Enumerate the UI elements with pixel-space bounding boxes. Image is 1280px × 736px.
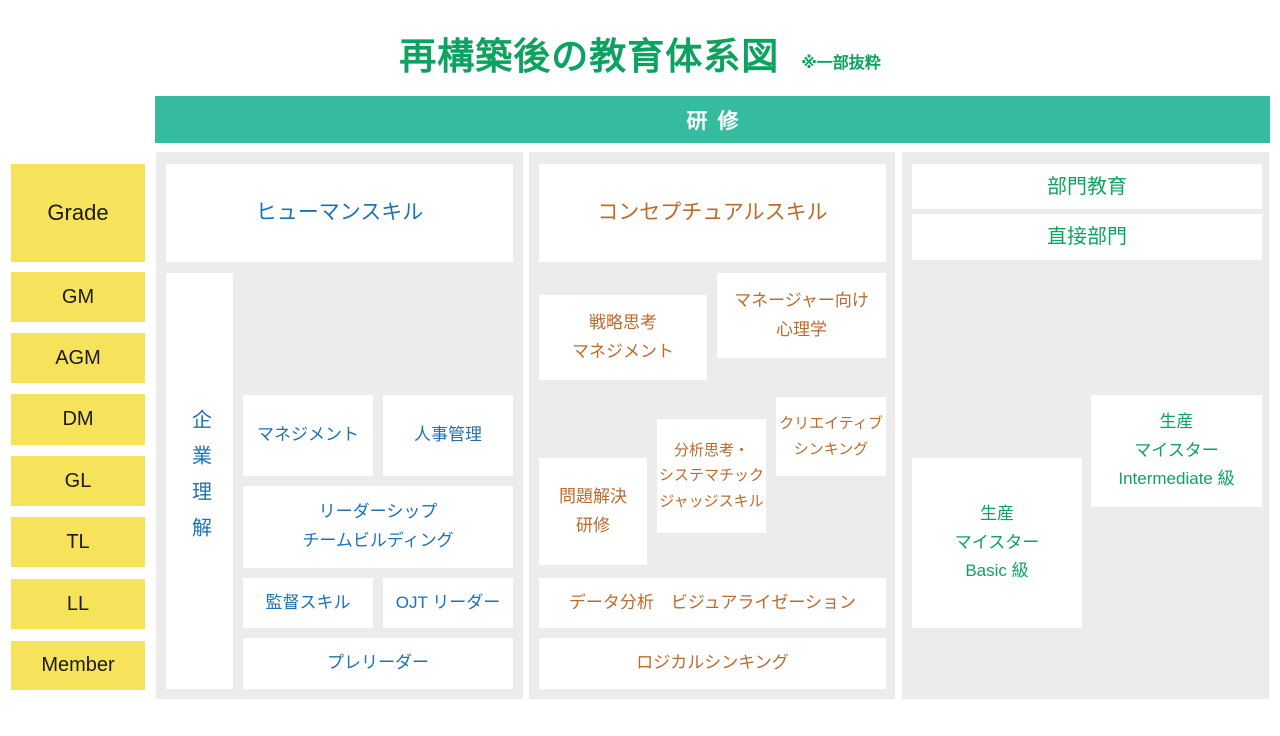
box-department-education: 部門教育 — [912, 164, 1262, 209]
box-supervision-skill: 監督スキル — [243, 578, 373, 628]
box-creative-thinking: クリエイティブ シンキング — [776, 397, 886, 476]
box-logical-thinking: ロジカルシンキング — [539, 638, 886, 689]
box-management: マネジメント — [243, 395, 373, 476]
box-strategic-thinking: 戦略思考 マネジメント — [539, 295, 707, 380]
title-row: 再構築後の教育体系図 ※一部抜粋 — [0, 26, 1280, 80]
box-hr-management: 人事管理 — [383, 395, 513, 476]
box-direct-department: 直接部門 — [912, 214, 1262, 260]
box-meister-basic: 生産 マイスター Basic 級 — [912, 458, 1082, 628]
box-problem-solving: 問題解決 研修 — [539, 458, 647, 565]
box-data-analysis: データ分析 ビジュアライゼーション — [539, 578, 886, 628]
grade-rail-item-tl: TL — [11, 517, 145, 567]
training-header-label: 研修 — [686, 109, 749, 133]
box-conceptual-skill-header: コンセプチュアルスキル — [539, 164, 886, 262]
grade-rail-item-grade: Grade — [11, 164, 145, 262]
box-analytical-thinking: 分析思考・ システマチック ジャッジスキル — [657, 419, 766, 533]
title-note: ※一部抜粋 — [801, 55, 881, 72]
box-meister-intermediate: 生産 マイスター Intermediate 級 — [1091, 395, 1262, 507]
corporate-understanding-label: 企業理解 — [188, 409, 211, 553]
grade-rail-item-dm: DM — [11, 394, 145, 445]
grade-rail-item-gm: GM — [11, 272, 145, 322]
training-header-bar: 研修 — [155, 96, 1270, 143]
grade-rail-item-member: Member — [11, 641, 145, 690]
box-manager-psychology: マネージャー向け 心理学 — [717, 273, 886, 358]
grade-rail-item-agm: AGM — [11, 333, 145, 383]
page-title: 再構築後の教育体系図 — [399, 36, 780, 77]
grade-rail-item-ll: LL — [11, 579, 145, 629]
box-pre-leader: プレリーダー — [243, 638, 513, 689]
box-leadership-teambuilding: リーダーシップ チームビルディング — [243, 486, 513, 568]
grade-rail-item-gl: GL — [11, 456, 145, 506]
box-ojt-leader: OJT リーダー — [383, 578, 513, 628]
box-corporate-understanding: 企業理解 — [166, 273, 233, 689]
box-human-skill-header: ヒューマンスキル — [166, 164, 513, 262]
